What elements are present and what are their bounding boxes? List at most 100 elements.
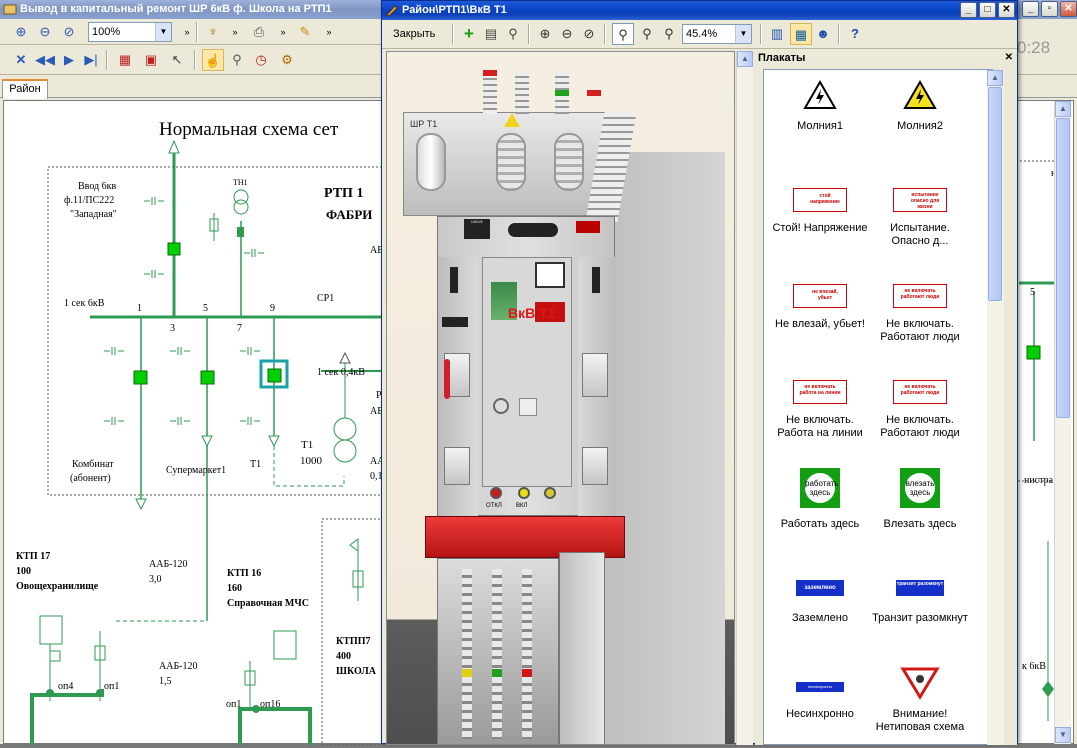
right-switch[interactable]	[1026, 345, 1041, 360]
toolbar-more-icon-4[interactable]: »	[326, 27, 332, 37]
search-icon[interactable]: ⚲	[508, 26, 518, 41]
poster-tranzit[interactable]: транзит разомкнут Транзит разомкнут	[872, 580, 968, 625]
restore-back-button[interactable]: ▫	[1041, 1, 1058, 17]
panel-designation: ВкВ Т1	[508, 305, 556, 321]
left-red-lever[interactable]	[444, 359, 450, 399]
tn-coil-2	[233, 199, 249, 215]
zoom-fit-icon[interactable]: ⊘	[63, 24, 75, 39]
minimize-button[interactable]: _	[960, 2, 977, 18]
left-handle-1[interactable]	[450, 267, 458, 293]
zoom-in-icon[interactable]: ⊕	[539, 26, 551, 41]
on-button-label: ВКЛ	[516, 503, 528, 509]
edit-icon[interactable]: ✎	[299, 24, 311, 39]
scroll-thumb[interactable]	[1056, 118, 1070, 418]
scroll-down-arrow[interactable]: ▼	[1055, 727, 1071, 743]
switch-feeder-1[interactable]	[133, 370, 148, 385]
poster-ne-vklyuchat-liniya[interactable]: не включать работа на линии Не включать.…	[772, 380, 868, 440]
cursor-tool-icon[interactable]: ↖	[171, 52, 183, 67]
right-earth-switch[interactable]	[582, 447, 608, 485]
switch-feeder-9[interactable]	[267, 368, 282, 383]
tools-icon[interactable]: ⚙	[281, 52, 293, 67]
selected-switch-frame[interactable]	[259, 359, 289, 389]
switch-feeder-5[interactable]	[200, 370, 215, 385]
close-button[interactable]: ✕	[998, 2, 1015, 18]
close-icon[interactable]: ✕	[1004, 52, 1013, 63]
cancel-icon[interactable]: ✕	[15, 52, 27, 67]
help-icon[interactable]: ?	[851, 26, 859, 41]
rewind-icon[interactable]: ◀◀	[35, 52, 55, 67]
open-door[interactable]	[559, 552, 605, 744]
poster-ispytanie[interactable]: испытание опасно для жизни Испытание. Оп…	[872, 188, 968, 248]
label-supermarket: Супермаркет1	[166, 465, 226, 476]
cabinet-view[interactable]: ШР Т1 ШКАФ ВкВ Т1	[386, 51, 735, 745]
right-disconnector[interactable]	[582, 353, 608, 397]
user-icon[interactable]: ☻	[816, 26, 830, 41]
tab-rayon[interactable]: Район	[2, 79, 48, 99]
scroll-up-arrow[interactable]: ▲	[737, 51, 753, 67]
switch-incoming[interactable]	[167, 242, 181, 256]
ktp16-panel	[273, 630, 297, 660]
properties-icon[interactable]: ▥	[770, 26, 784, 41]
hand-tool-icon[interactable]: ☝	[202, 49, 224, 71]
poster-rabotat-zdes[interactable]: работать здесь Работать здесь	[772, 468, 868, 531]
posters-scrollbar[interactable]: ▲	[987, 70, 1004, 745]
lamp-button[interactable]	[544, 487, 556, 499]
zoom-window-icon[interactable]: ⚲	[642, 26, 652, 41]
poster-vnimanie[interactable]: Внимание! Нетиповая схема	[872, 666, 968, 734]
monitor-icon[interactable]: ▣	[144, 52, 158, 67]
poster-molniya1[interactable]: Молния1	[772, 80, 868, 133]
zoom-reset-icon[interactable]: ⊘	[583, 26, 595, 41]
ktp7-fuse	[352, 570, 364, 588]
back-zoom-combo[interactable]: 100%▼	[88, 22, 172, 42]
scroll-up-arrow[interactable]: ▲	[987, 70, 1003, 86]
left-earth-switch[interactable]	[444, 447, 470, 485]
warning-triangle-icon	[504, 113, 520, 127]
cabinet-zoom-combo[interactable]: 45.4%▼	[682, 24, 752, 44]
label-n3: 3	[170, 323, 175, 334]
on-button[interactable]	[518, 487, 530, 499]
scroll-thumb[interactable]	[988, 87, 1002, 301]
right-handle-1[interactable]	[592, 267, 600, 293]
cabinet-front: ШКАФ ВкВ Т1	[437, 216, 616, 517]
zoom-out-icon[interactable]: ⊖	[561, 26, 573, 41]
poster-zazemleno[interactable]: заземлено Заземлено	[772, 580, 868, 625]
poster-ne-vklyuchat-1[interactable]: не включать работают люди Не включать. Р…	[872, 284, 968, 344]
close-back-button[interactable]: ✕	[1060, 1, 1077, 17]
preview-icon[interactable]: ▤	[484, 26, 498, 41]
label-on1: оп1	[104, 681, 119, 692]
add-icon[interactable]: +	[464, 24, 474, 43]
zoom-mode-icon[interactable]: ⚲	[612, 23, 634, 45]
poster-stoy[interactable]: стой напряжение Стой! Напряжение	[772, 188, 868, 235]
toolbar-more-icon-3[interactable]: »	[280, 27, 286, 37]
back-vertical-scrollbar[interactable]: ▲ ▼	[1054, 101, 1071, 744]
maximize-button[interactable]: □	[979, 2, 996, 18]
chart-icon[interactable]: ▦	[118, 52, 132, 67]
poster-ne-vklyuchat-2[interactable]: не включать работают люди Не включать. Р…	[872, 380, 968, 440]
scroll-up-arrow[interactable]: ▲	[1055, 101, 1071, 117]
print-icon[interactable]: ⎙	[253, 24, 265, 39]
poster-ne-vlezay[interactable]: не влезай, убьет Не влезай, убьет!	[772, 284, 868, 331]
chevron-down-icon[interactable]: ▼	[155, 23, 171, 41]
posters-icon[interactable]: ▦	[790, 23, 812, 45]
poster-vlezat-zdes[interactable]: влезать здесь Влезать здесь	[872, 468, 968, 531]
clock-icon[interactable]: ◷	[255, 52, 267, 67]
zoom-in-icon[interactable]: ⊕	[15, 24, 27, 39]
chevron-down-icon[interactable]: ▼	[735, 25, 751, 43]
zoom-out-icon[interactable]: ⊖	[39, 24, 51, 39]
toolbar-more-icon-2[interactable]: »	[232, 27, 238, 37]
minimize-back-button[interactable]: _	[1022, 1, 1039, 17]
test-button[interactable]	[493, 398, 509, 414]
zoom-page-icon[interactable]: ⚲	[664, 26, 674, 41]
poster-image: не включать работают люди	[893, 284, 947, 308]
label-right-nistra: нистра	[1024, 475, 1054, 486]
scheme-tool-icon[interactable]: ♆	[208, 24, 218, 39]
close-view-button[interactable]: Закрыть	[388, 24, 440, 45]
play-icon[interactable]: ▶	[64, 52, 74, 67]
next-icon[interactable]: ▶|	[84, 52, 98, 67]
poster-nesinkhronno[interactable]: несинхронно Несинхронно	[772, 682, 868, 721]
toolbar-more-icon[interactable]: »	[184, 27, 190, 37]
poster-molniya2[interactable]: Молния2	[872, 80, 968, 133]
search-icon[interactable]: ⚲	[232, 52, 242, 67]
cabinet-scrollbar[interactable]: ▲	[736, 51, 753, 745]
off-button[interactable]	[490, 487, 502, 499]
